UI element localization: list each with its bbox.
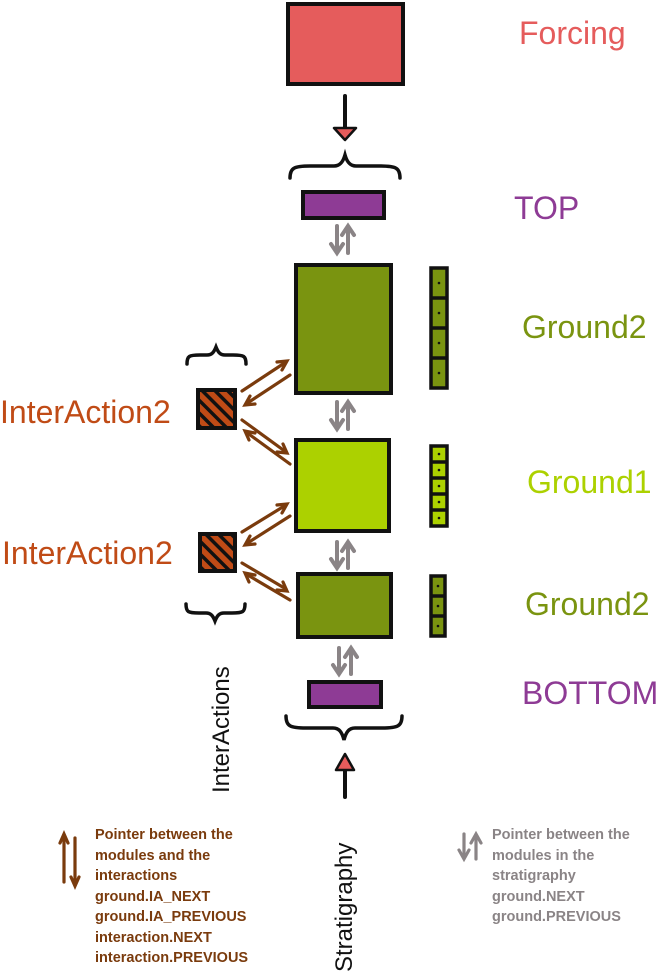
ground-middle-label: Ground1 xyxy=(527,464,652,500)
top-label: TOP xyxy=(514,190,580,226)
stratigraphy-axis-label: Stratigraphy xyxy=(331,842,358,972)
interactions-upper-brace xyxy=(185,342,248,366)
top-block xyxy=(301,190,386,220)
ground-upper-label: Ground2 xyxy=(522,309,647,345)
interactions-lower-brace xyxy=(184,602,247,626)
stratigraphy-axis-arrow xyxy=(334,752,356,799)
legend-stratigraphy-line: ground.PREVIOUS xyxy=(492,909,621,925)
interaction-arrow-upper-ground-bottom xyxy=(240,418,292,466)
legend-interactions-line: ground.IA_NEXT xyxy=(95,888,211,905)
ground-upper-block xyxy=(294,263,393,395)
legend-stratigraphy: Pointer between the modules in the strat… xyxy=(492,825,630,928)
stratigraphy-arrow-ground1-ground2 xyxy=(329,538,356,572)
interactions-axis-label: InterActions xyxy=(208,666,235,793)
double-arrow-gray-icon xyxy=(457,830,483,863)
ground-lower-label: Ground2 xyxy=(525,586,650,622)
legend-stratigraphy-line: Pointer between the xyxy=(492,827,630,843)
legend-stratigraphy-line: stratigraphy xyxy=(492,868,576,884)
stratigraphy-arrow-ground2-ground1 xyxy=(329,398,356,433)
forcing-label: Forcing xyxy=(519,15,626,51)
legend-interactions-line: interaction.PREVIOUS xyxy=(95,950,249,966)
top-brace xyxy=(288,148,402,180)
interaction-arrow-upper-ground-top xyxy=(240,359,292,407)
double-arrow-brown-icon xyxy=(58,830,81,890)
legend-stratigraphy-line: modules in the xyxy=(492,847,595,864)
bottom-block xyxy=(307,680,383,709)
forcing-arrow xyxy=(332,94,358,142)
forcing-block xyxy=(286,2,405,86)
legend-interactions-line: ground.IA_PREVIOUS xyxy=(95,909,247,925)
stratigraphy-arrow-ground-bottom xyxy=(331,644,359,678)
interaction-arrow-lower-ground-top xyxy=(240,502,292,547)
bottom-brace xyxy=(284,714,404,741)
stratigraphy-arrow-top-ground xyxy=(329,222,356,257)
legend-interactions-line: Pointer between the xyxy=(95,827,233,843)
interaction-lower-label: InterAction2 xyxy=(2,535,173,571)
interaction-arrow-lower-ground-bottom xyxy=(240,561,292,602)
legend-interactions-line: interactions xyxy=(95,868,178,884)
interaction-upper-box xyxy=(196,388,237,430)
legend-interactions-line: modules and the xyxy=(95,847,211,864)
ground-middle-block xyxy=(294,438,391,533)
interaction-lower-box xyxy=(198,532,237,573)
legend-interactions: Pointer between the modules and the inte… xyxy=(95,825,248,969)
legend-interactions-line: interaction.NEXT xyxy=(95,929,212,946)
legend-stratigraphy-line: ground.NEXT xyxy=(492,888,585,905)
interaction-upper-label: InterAction2 xyxy=(0,394,171,430)
ground-upper-cells xyxy=(429,266,449,390)
bottom-label: BOTTOM xyxy=(522,675,659,711)
ground-lower-block xyxy=(296,572,393,639)
ground-lower-cells xyxy=(429,574,447,638)
ground-middle-cells xyxy=(429,444,449,528)
